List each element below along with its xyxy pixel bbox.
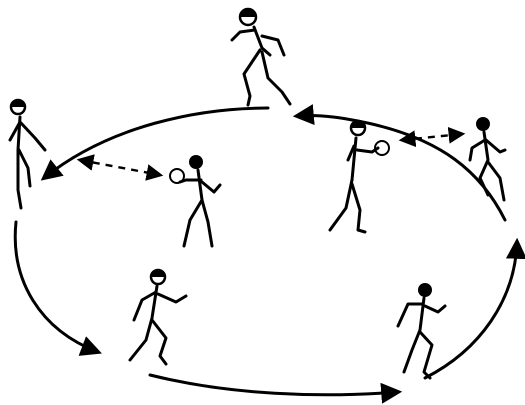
stick-figure-with-ball-icon: [330, 121, 389, 232]
path-arrow-top-right: [297, 115, 505, 220]
path-arrow-bottom: [150, 375, 398, 395]
oval-path: [15, 108, 517, 395]
pass-arrow-left: [80, 160, 160, 175]
stick-figure-running-icon: [398, 283, 445, 378]
stick-figure-with-ball-icon: [170, 155, 220, 246]
stick-figure-standing-icon: [10, 100, 45, 208]
stick-figure-running-icon: [130, 270, 186, 364]
path-arrow-left-down: [15, 222, 98, 352]
path-arrow-top-left: [44, 108, 268, 178]
stick-figure-running-icon: [232, 9, 290, 105]
stick-figure-running-icon: [470, 117, 505, 200]
